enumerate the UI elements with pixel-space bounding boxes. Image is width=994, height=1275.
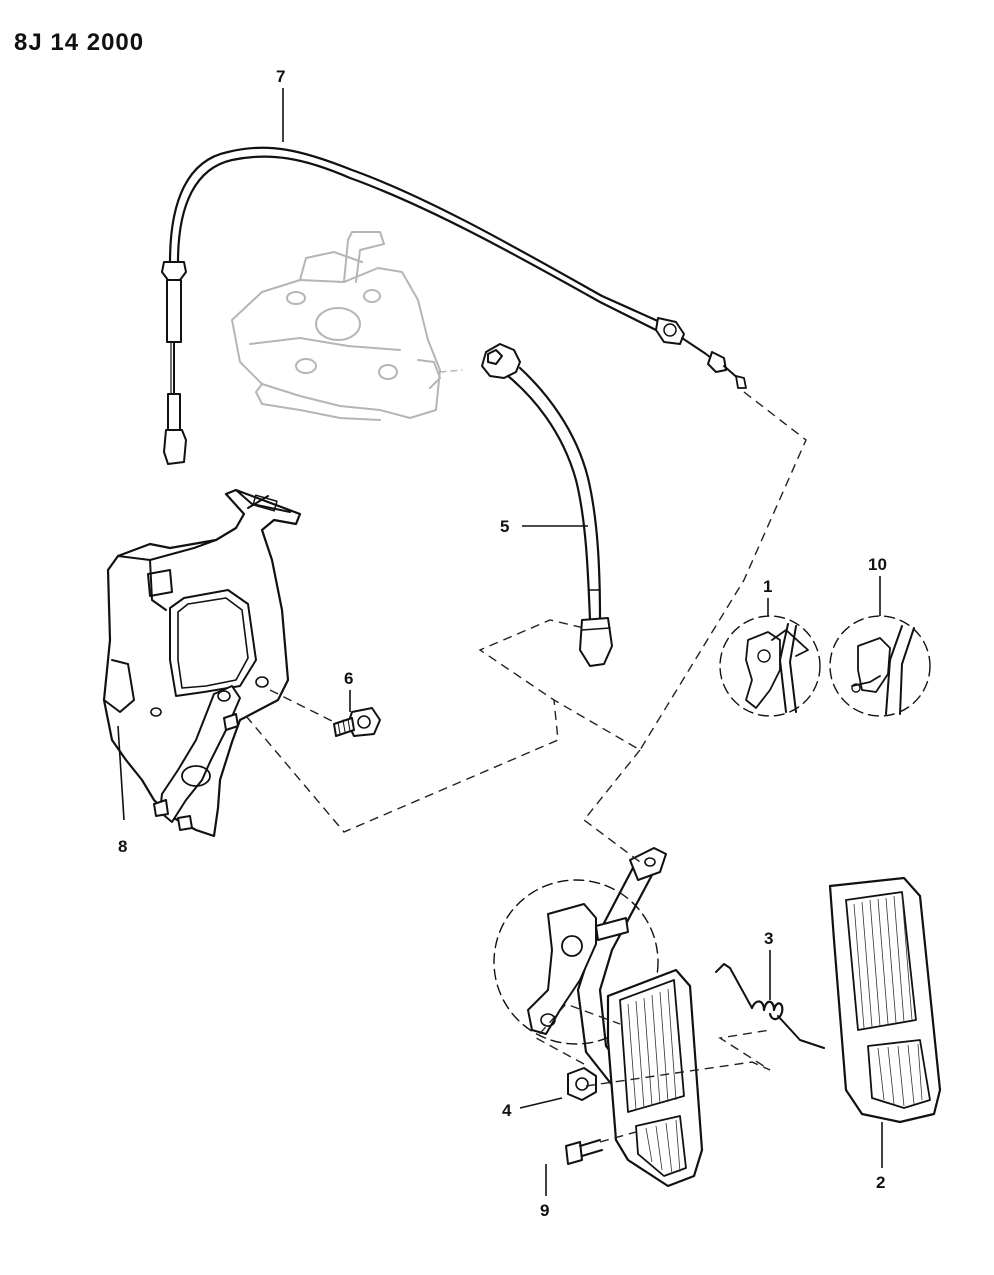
assembly-dashed-lines [245,391,807,1143]
return-spring [715,963,825,1049]
detail-view-part-1 [719,615,821,717]
callout-10: 10 [868,555,887,574]
pedal-pad-part-2 [828,876,942,1124]
callout-1: 1 [763,577,772,596]
callout-2: 2 [876,1173,885,1192]
callout-labels: 7 5 6 8 1 10 3 4 2 9 [118,67,887,1220]
throttle-body-ghost [231,231,463,421]
callout-4: 4 [502,1101,512,1120]
callout-5: 5 [500,517,509,536]
pedal-bracket [102,488,302,838]
accelerator-cable [161,146,747,465]
detail-view-part-10 [829,615,931,717]
callout-7: 7 [276,67,285,86]
leader-lines [117,88,883,1196]
callout-6: 6 [344,669,353,688]
accelerator-rod [481,343,613,667]
callout-3: 3 [764,929,773,948]
accelerator-pedal-assembly [493,847,704,1188]
callout-8: 8 [118,837,127,856]
bolt-part-6 [333,707,381,737]
document-id: 8J 14 2000 [14,29,144,56]
callout-9: 9 [540,1201,549,1220]
